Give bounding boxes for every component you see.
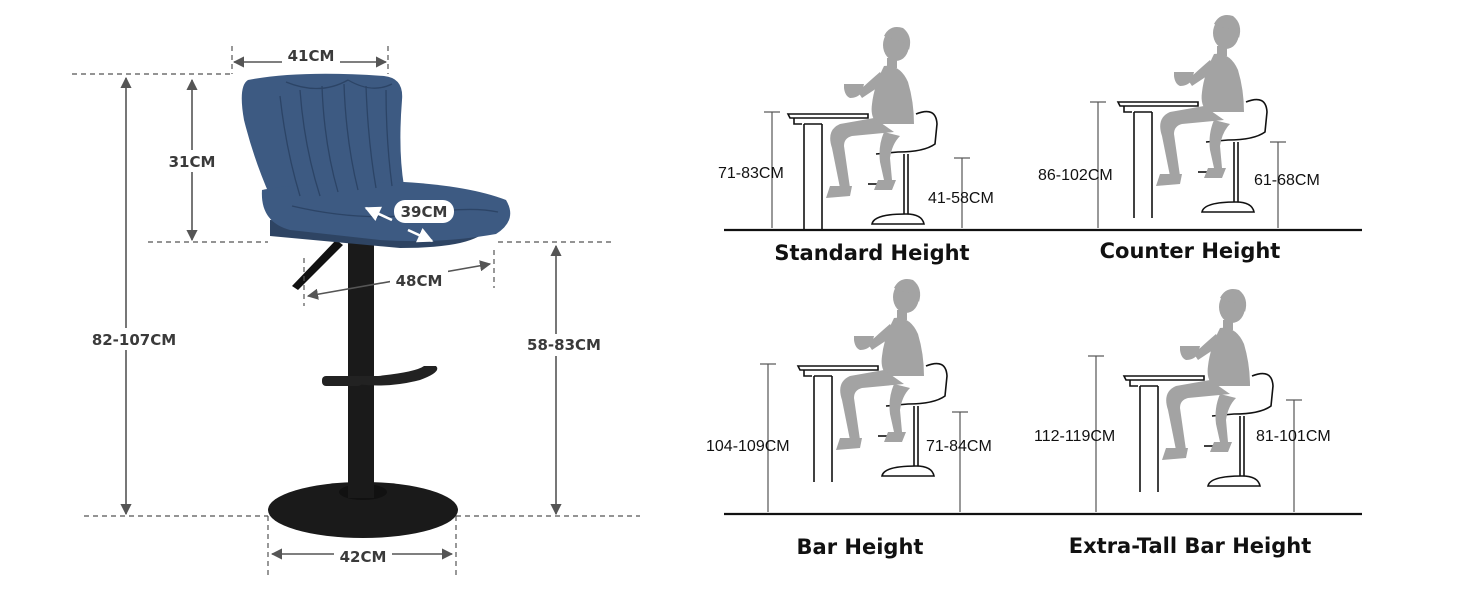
panel-counter-height: 86-102CM 61-68CM Counter Height: [1038, 15, 1362, 263]
extra-tall-table-height: 112-119CM: [1034, 428, 1115, 445]
stool-seat: [261, 182, 511, 242]
seat-depth-label: 39CM: [401, 203, 448, 221]
extra-tall-bar-height-title: Extra-Tall Bar Height: [1069, 534, 1311, 558]
panel-bar-height: 104-109CM 71-84CM Bar Height: [706, 279, 1040, 559]
bar-seat-height: 71-84CM: [926, 438, 992, 455]
total-height-label: 82-107CM: [92, 331, 176, 349]
extra-tall-seat-height: 81-101CM: [1256, 428, 1331, 445]
stool-column: [348, 240, 374, 498]
counter-height-title: Counter Height: [1100, 239, 1281, 263]
counter-seat-height: 61-68CM: [1254, 172, 1320, 189]
standard-seat-height: 41-58CM: [928, 190, 994, 207]
counter-table-height: 86-102CM: [1038, 167, 1113, 184]
base-diameter-label: 42CM: [340, 548, 387, 566]
standard-height-title: Standard Height: [774, 241, 969, 265]
stool-backrest: [241, 73, 408, 196]
bar-table-height: 104-109CM: [706, 438, 790, 455]
panel-standard-height: 71-83CM 41-58CM Standard Height: [718, 27, 1040, 265]
back-width-label: 41CM: [288, 47, 335, 65]
standard-table-height: 71-83CM: [718, 165, 784, 182]
bar-height-title: Bar Height: [797, 535, 924, 559]
back-height-label: 31CM: [169, 153, 216, 171]
seat-width-label: 48CM: [396, 272, 443, 290]
stool-base: [268, 482, 458, 538]
seat-depth-badge: [394, 200, 454, 223]
gas-lever: [292, 240, 343, 290]
stool-illustration: [241, 73, 511, 538]
panel-extra-tall-bar-height: 112-119CM 81-101CM Extra-Tall Bar Height: [1034, 289, 1362, 558]
seat-height-label: 58-83CM: [527, 336, 601, 354]
